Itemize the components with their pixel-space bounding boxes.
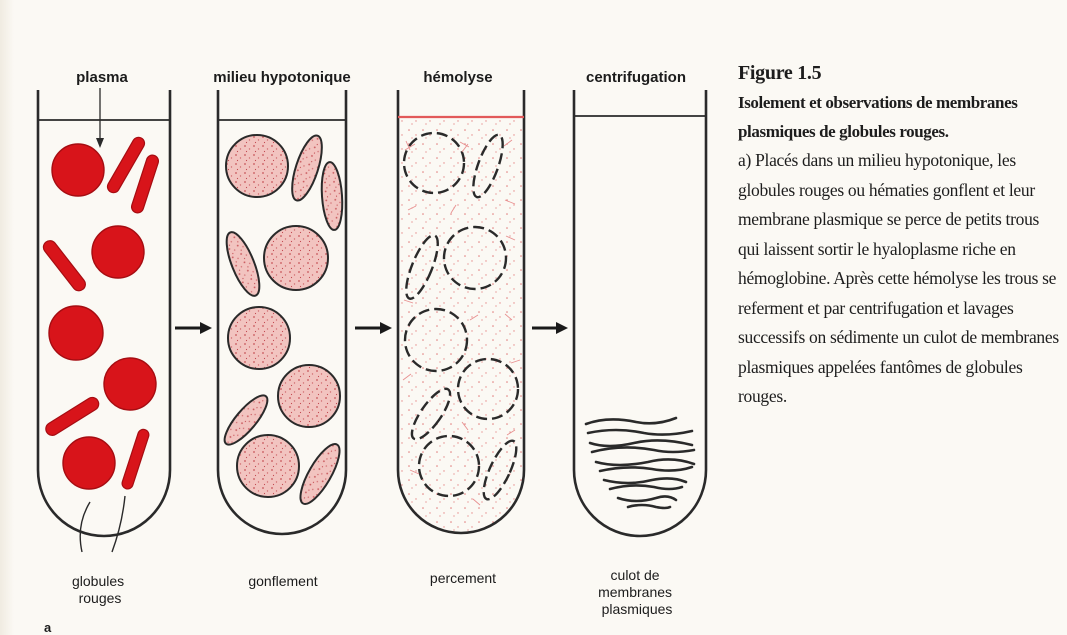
tube-label-plasma: plasma (76, 69, 128, 86)
plasma-pointer-arrowhead (96, 138, 104, 148)
tube-centrifugation: centrifugation culot de membranes plasmi… (574, 69, 706, 617)
red-blood-cell (52, 144, 104, 196)
tube-label-hemolysis: hémolyse (423, 69, 492, 86)
bottom-label-line: membranes (598, 584, 672, 600)
figure-body: a) Placés dans un milieu hypotonique, le… (738, 146, 1063, 412)
bottom-label-line: culot de (611, 567, 660, 583)
swollen-cell (264, 226, 328, 290)
swollen-cell-side (320, 161, 345, 230)
tube-bottom-label-percement: percement (430, 570, 496, 586)
tube-label-centrifugation: centrifugation (586, 69, 686, 86)
process-arrow (532, 322, 568, 334)
figure-caption: Figure 1.5 Isolement et observations de … (738, 60, 1063, 412)
bottom-label-line: plasmiques (602, 601, 673, 617)
red-blood-cell-side (43, 395, 101, 438)
swollen-cell (226, 135, 288, 197)
swollen-cell (278, 365, 340, 427)
process-arrow (355, 322, 392, 334)
globules-pointers (80, 496, 125, 552)
bottom-label-line: rouges (79, 590, 122, 606)
figure-title: Figure 1.5 (738, 60, 1063, 86)
tube-hypotonic: milieu hypotonique gonflement (213, 69, 351, 589)
tube-plasma: plasma globules rouges (38, 69, 170, 606)
process-arrow (175, 322, 212, 334)
figure-heading: Isolement et observations de membranes p… (738, 88, 1063, 146)
swollen-cell (237, 435, 299, 497)
red-blood-cell (104, 358, 156, 410)
red-blood-cell (92, 226, 144, 278)
swollen-cell-side (220, 228, 266, 299)
red-blood-cell-side (121, 428, 151, 490)
tube-bottom-label-globules: globules rouges (72, 573, 128, 606)
red-blood-cell-side (41, 238, 88, 293)
tube-headspace (400, 91, 522, 116)
membrane-pellet (586, 418, 694, 508)
tube-bottom-label-gonflement: gonflement (248, 573, 317, 589)
tube-label-hypotonic: milieu hypotonique (213, 69, 351, 86)
tube-outline (398, 90, 524, 533)
swollen-cell (228, 307, 290, 369)
panel-letter: a (44, 620, 52, 635)
tube-hemolysis: hémolyse percement (398, 69, 524, 586)
red-blood-cells (41, 135, 160, 490)
bottom-label-line: globules (72, 573, 124, 589)
red-blood-cell (49, 306, 103, 360)
red-blood-cell (63, 437, 115, 489)
swollen-cells (218, 132, 346, 509)
hemolysis-diagram: plasma globules rouges (0, 0, 730, 635)
tube-bottom-label-culot: culot de membranes plasmiques (598, 567, 676, 617)
